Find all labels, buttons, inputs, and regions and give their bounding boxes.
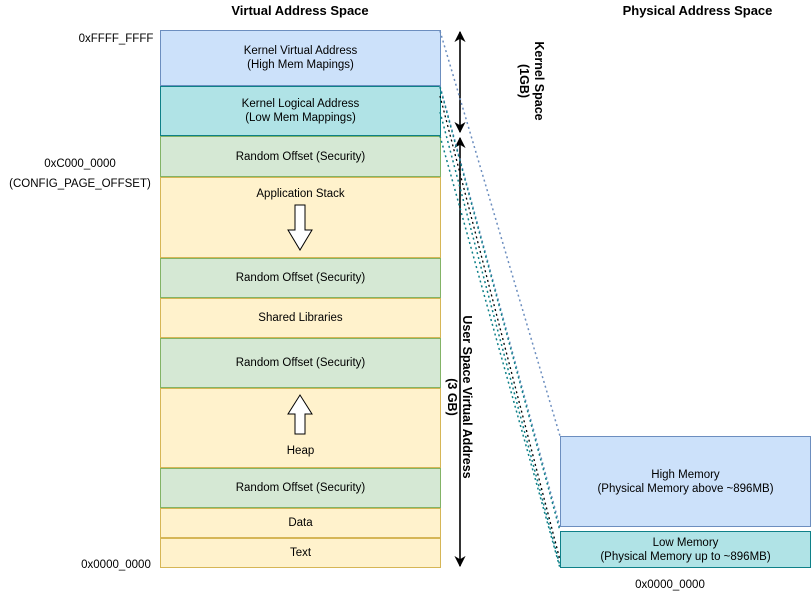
block-title: Application Stack xyxy=(256,188,345,200)
low-memory-block: Low Memory (Physical Memory up to ~896MB… xyxy=(560,531,811,568)
shared-libraries-block: Shared Libraries xyxy=(160,298,441,338)
block-title: Random Offset (Security) xyxy=(235,357,366,369)
stack-grows-down-arrow xyxy=(287,204,313,251)
block-title: Kernel Virtual Address xyxy=(243,45,358,57)
block-title: Random Offset (Security) xyxy=(235,482,366,494)
block-title: Random Offset (Security) xyxy=(235,272,366,284)
block-subtitle: (Physical Memory up to ~896MB) xyxy=(600,550,771,563)
virtual-address-space-title: Virtual Address Space xyxy=(231,3,369,18)
block-subtitle: (High Mem Mapings) xyxy=(247,59,354,71)
random-offset-block-1: Random Offset (Security) xyxy=(160,136,441,177)
physical-address-bottom-label: 0x0000_0000 xyxy=(635,579,705,591)
block-title: Text xyxy=(289,547,312,559)
block-title: Random Offset (Security) xyxy=(235,150,366,163)
block-title: Low Memory xyxy=(652,536,719,549)
mapping-line-high-1 xyxy=(439,30,561,437)
address-top-label: 0xFFFF_FFFF xyxy=(78,33,154,45)
high-memory-block: High Memory (Physical Memory above ~896M… xyxy=(560,436,811,527)
address-bottom-label: 0x0000_0000 xyxy=(81,559,151,571)
heap-grows-up-arrow xyxy=(287,394,313,435)
block-title: Heap xyxy=(286,445,315,457)
block-title: Kernel Logical Address xyxy=(241,98,360,110)
mapping-line-low-2 xyxy=(439,95,561,561)
mapping-line-low-4 xyxy=(439,135,561,569)
random-offset-block-2: Random Offset (Security) xyxy=(160,258,441,298)
random-offset-block-4: Random Offset (Security) xyxy=(160,468,441,508)
kernel-logical-address-block: Kernel Logical Address (Low Mem Mappings… xyxy=(160,86,441,136)
text-block: Text xyxy=(160,538,441,568)
address-page-offset-label: 0xC000_0000 xyxy=(44,158,116,170)
random-offset-block-3: Random Offset (Security) xyxy=(160,338,441,388)
config-page-offset-label: (CONFIG_PAGE_OFFSET) xyxy=(9,178,151,190)
physical-address-space-title: Physical Address Space xyxy=(622,3,773,18)
data-block: Data xyxy=(160,508,441,538)
mapping-line-low-3 xyxy=(439,111,561,567)
block-title: Shared Libraries xyxy=(258,312,343,324)
kernel-virtual-address-block: Kernel Virtual Address (High Mem Mapings… xyxy=(160,30,441,86)
mapping-line-high-2 xyxy=(439,85,561,528)
block-title: High Memory xyxy=(651,468,720,481)
block-subtitle: (Physical Memory above ~896MB) xyxy=(597,482,774,495)
block-subtitle: (Low Mem Mappings) xyxy=(245,112,356,124)
mapping-line-low-1 xyxy=(439,86,561,532)
block-title: Data xyxy=(288,517,313,529)
